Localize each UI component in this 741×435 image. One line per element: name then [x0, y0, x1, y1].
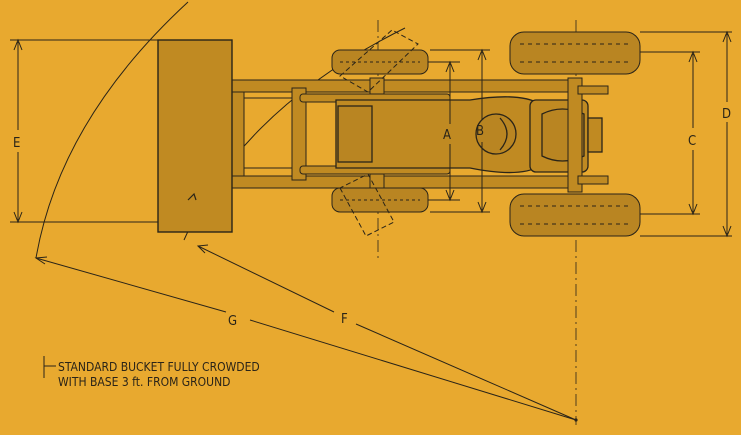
- engine-circle: [475, 113, 517, 155]
- label-c: C: [688, 134, 696, 149]
- dimension-a: [428, 60, 460, 202]
- note-line-1: STANDARD BUCKET FULLY CROWDED: [58, 360, 260, 374]
- rear-left-tire: [509, 31, 641, 75]
- rear-right-tire: [509, 193, 641, 237]
- outer-arc-g: [35, 1, 189, 259]
- machine-body: [335, 96, 541, 174]
- dimension-f: [196, 244, 577, 421]
- dimension-d: [640, 30, 732, 238]
- rear-axle: [509, 31, 641, 237]
- note-line-2: WITH BASE 3 ft. FROM GROUND: [58, 375, 230, 389]
- boom-arms: [231, 79, 579, 189]
- dimension-g: [34, 256, 577, 421]
- bucket: [157, 39, 233, 233]
- note-leader: [43, 356, 56, 378]
- dimension-c: [640, 50, 700, 216]
- pivot-point: [574, 418, 578, 422]
- label-f: F: [341, 312, 348, 327]
- label-g: G: [228, 314, 237, 329]
- label-e: E: [13, 136, 20, 151]
- label-b: B: [476, 124, 484, 139]
- dimension-b: [430, 48, 490, 214]
- label-a: A: [443, 128, 451, 143]
- operator-seat: [529, 99, 603, 173]
- dimension-e: [10, 38, 158, 224]
- label-d: D: [722, 107, 731, 122]
